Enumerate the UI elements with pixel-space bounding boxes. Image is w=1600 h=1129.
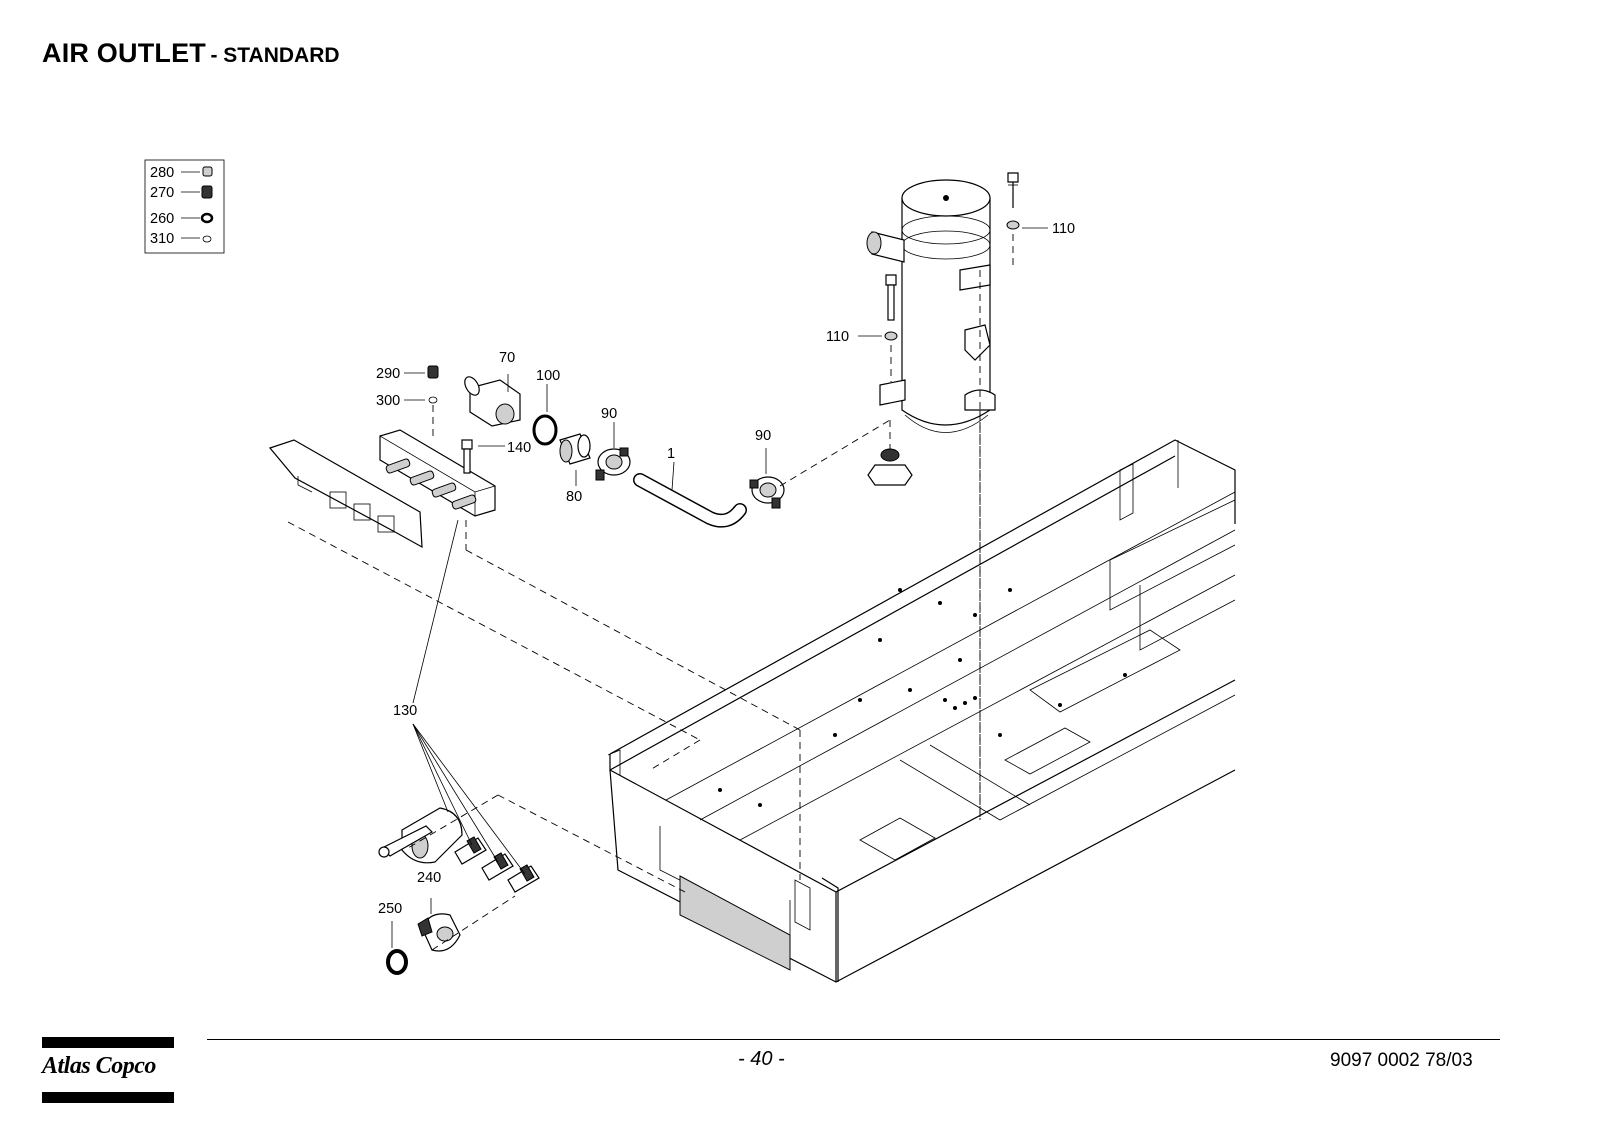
page-number: - 40 - [738,1048,785,1070]
callout-290: 290 [376,366,400,382]
callout-90-left: 90 [601,406,617,422]
washer-250 [386,921,408,975]
fitting-290-300 [404,365,439,404]
callout-100: 100 [536,368,560,384]
o-ring-100 [532,384,558,446]
legend-row-260: 260 [150,211,214,227]
callout-70: 70 [499,350,515,366]
vessel-mount [867,448,913,486]
callout-240: 240 [417,870,441,886]
outlet-panel [268,439,423,549]
document-number: 9097 0002 78/03 [1330,1050,1473,1071]
callout-1: 1 [667,446,675,462]
title-sub: - STANDARD [210,44,340,67]
logo-wordmark: Atlas Copco [42,1053,156,1079]
logo-bar-top [42,1037,174,1048]
footer-rule [207,1039,1500,1040]
plug-icon [201,185,213,199]
hose-coupling-set [454,836,540,893]
hose-pipe-1 [633,461,747,528]
bolt-140 [461,439,505,474]
legend-label-280: 280 [150,165,174,181]
atlas-copco-logo: Atlas Copco [42,1037,174,1103]
legend-row-270: 270 [150,185,213,201]
callout-130: 130 [393,703,417,719]
callout-90-right: 90 [755,428,771,444]
callout-250: 250 [378,901,402,917]
claw-coupling-240 [417,898,461,952]
callout-80: 80 [566,489,582,505]
bolt-110-side [858,274,898,341]
bolt-110-top [1006,172,1048,230]
receiver-vessel [866,179,996,433]
page-title: AIR OUTLET - STANDARD [42,38,340,69]
manifold-block [379,429,496,517]
grease-nipple-icon [202,166,213,177]
tee-70 [464,374,521,427]
logo-bar-bottom [42,1092,174,1103]
ring-icon [200,212,214,224]
title-main: AIR OUTLET [42,38,206,68]
callout-110-side: 110 [826,329,849,345]
callout-300: 300 [376,393,400,409]
ball-valve-130 [378,807,463,864]
legend-label-310: 310 [150,231,174,247]
coupling-90-right [749,448,785,509]
frame-chassis [607,439,1236,983]
washer-icon [202,235,212,243]
legend-label-260: 260 [150,211,174,227]
leader-130 [412,519,526,875]
callout-140: 140 [507,440,531,456]
callout-110-top: 110 [1052,221,1075,237]
legend-box: 280 270 260 310 [144,159,225,254]
legend-label-270: 270 [150,185,174,201]
nipple-80 [559,433,591,486]
legend-row-310: 310 [150,231,212,247]
coupling-90-left [595,422,631,481]
frame-bolt-holes [718,588,1127,807]
legend-row-280: 280 [150,165,213,181]
callout-labels: 290 300 70 100 90 140 80 1 90 110 110 13… [376,221,1075,917]
assembly-lines [287,234,1014,951]
